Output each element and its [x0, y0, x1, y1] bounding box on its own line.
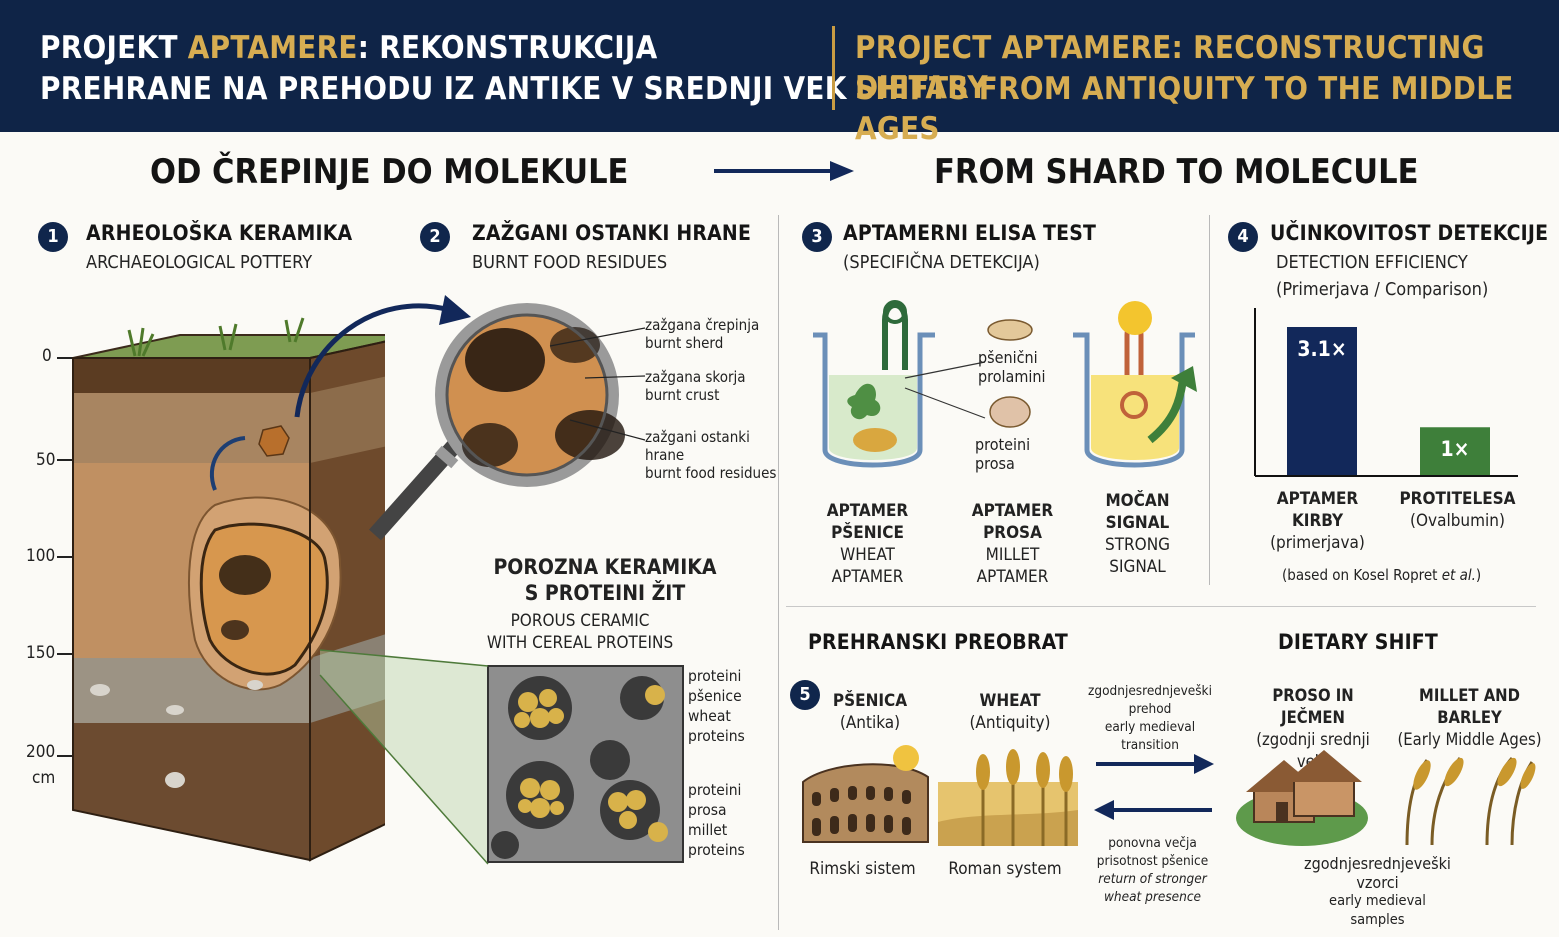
- step2-title: ZAŽGANI OSTANKI HRANE: [472, 221, 752, 245]
- bar-label-antibodies: 1×: [1440, 437, 1470, 462]
- magnifier-illustration: [369, 303, 625, 541]
- header-divider: [832, 26, 835, 110]
- bar-1: [1420, 427, 1490, 475]
- roman-system-en: Roman system: [948, 859, 1062, 879]
- chart-source-note: (based on Kosel Ropret et al.): [1282, 566, 1482, 584]
- depth-tick-0: 0: [42, 346, 52, 366]
- step5-badge: 5: [790, 680, 820, 710]
- step3-subtitle: (SPECIFIČNA DETEKCIJA): [843, 252, 1040, 273]
- soil-block-illustration: [57, 317, 385, 862]
- title-en-line2: SHIFTS FROM ANTIQUITY TO THE MIDDLE AGES: [855, 71, 1514, 147]
- wheat-en-heading: WHEAT(Antiquity): [969, 691, 1051, 733]
- title-sl-line2: PREHRANE NA PREHODU IZ ANTIKE V SREDNJI …: [40, 71, 847, 107]
- porous-ceramic-illustration: [319, 649, 684, 865]
- depth-unit: cm: [32, 768, 56, 788]
- detection-efficiency-chart: [1254, 308, 1518, 477]
- depth-tick-100: 100: [26, 546, 56, 566]
- section-arrow: [714, 161, 854, 181]
- transition-arrows: [1094, 754, 1214, 820]
- depth-tick-200: 200: [26, 742, 56, 762]
- section-title-sl: OD ČREPINJE DO MOLEKULE: [150, 152, 629, 192]
- step4-title: UČINKOVITOST DETEKCIJE: [1270, 221, 1549, 245]
- category-label-antibodies: PROTITELESA(Ovalbumin): [1399, 489, 1516, 531]
- section-title-en: FROM SHARD TO MOLECULE: [934, 152, 1419, 192]
- title-sl-line1: PROJEKT APTAMERE: REKONSTRUKCIJA: [40, 30, 658, 66]
- roman-system-sl: Rimski sistem: [809, 859, 916, 879]
- step4-subtitle: DETECTION EFFICIENCY: [1276, 252, 1468, 273]
- step1-subtitle: ARCHAEOLOGICAL POTTERY: [86, 252, 313, 273]
- header-banner: PROJEKT APTAMERE: REKONSTRUKCIJA PREHRAN…: [0, 0, 1559, 147]
- step2-subtitle: BURNT FOOD RESIDUES: [472, 252, 668, 273]
- step3-badge: 3: [802, 222, 832, 252]
- step5-title-en: DIETARY SHIFT: [1278, 630, 1438, 654]
- step2-badge: 2: [420, 222, 450, 252]
- depth-tick-150: 150: [26, 643, 56, 663]
- title-en-line1: PROJECT APTAMERE: RECONSTRUCTING DIETARY: [855, 30, 1485, 106]
- zoom-arrow: [294, 295, 471, 418]
- divider-vertical-right: [1209, 215, 1210, 585]
- step1-badge: 1: [38, 222, 68, 252]
- divider-horizontal: [786, 606, 1536, 607]
- millet-en-heading: MILLET AND BARLEY(Early Middle Ages): [1397, 686, 1542, 749]
- depth-axis-ticks: [57, 357, 73, 757]
- bar-label-aptamer: 3.1×: [1297, 337, 1347, 361]
- magnifier-callout-lines: [549, 327, 646, 441]
- step5-title-sl: PREHRANSKI PREOBRAT: [808, 630, 1068, 654]
- divider-vertical-main: [778, 215, 779, 930]
- step4-badge: 4: [1228, 222, 1258, 252]
- step4-subtitle2: (Primerjava / Comparison): [1276, 279, 1489, 300]
- elisa-wells-illustration: [813, 300, 1197, 468]
- wheat-sl-heading: PŠENICA(Antika): [832, 691, 908, 733]
- depth-tick-50: 50: [36, 450, 56, 470]
- medieval-millet-illustration: [1236, 750, 1536, 846]
- bar-0: [1287, 327, 1357, 475]
- step1-title: ARHEOLOŠKA KERAMIKA: [86, 221, 353, 245]
- step3-title: APTAMERNI ELISA TEST: [843, 221, 1097, 245]
- roman-wheat-illustration: [802, 745, 1078, 846]
